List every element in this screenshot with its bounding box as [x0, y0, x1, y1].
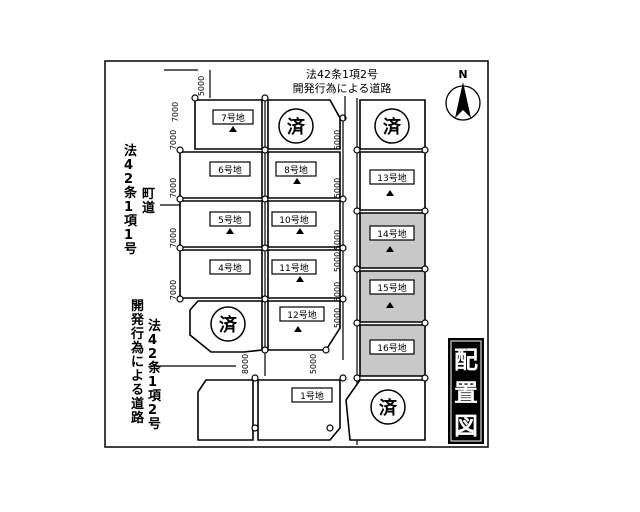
svg-text:済: 済 — [379, 397, 398, 419]
lot-tag-15: 15号地 — [369, 279, 415, 308]
svg-text:7号地: 7号地 — [221, 112, 245, 124]
svg-text:済: 済 — [287, 116, 306, 138]
svg-text:法42条1項2号: 法42条1項2号 — [148, 318, 162, 432]
outer-frame — [104, 60, 489, 448]
roads — [160, 69, 358, 445]
lot-tag-6: 6号地 — [209, 161, 251, 177]
svg-text:5000: 5000 — [309, 354, 318, 374]
svg-text:5000: 5000 — [333, 252, 342, 272]
svg-text:1号地: 1号地 — [300, 390, 324, 402]
svg-text:16号地: 16号地 — [377, 342, 406, 354]
svg-text:配: 配 — [454, 345, 478, 374]
svg-text:町道: 町道 — [142, 187, 155, 216]
svg-text:開発行為による道路: 開発行為による道路 — [293, 81, 392, 95]
svg-text:10号地: 10号地 — [279, 214, 308, 226]
svg-text:7000: 7000 — [169, 130, 178, 150]
svg-text:5000: 5000 — [197, 76, 206, 96]
svg-text:済: 済 — [383, 116, 402, 138]
sold-mark-left: 済 — [210, 306, 246, 342]
lot-tag-10: 10号地 — [271, 211, 317, 234]
svg-text:5000: 5000 — [333, 230, 342, 250]
svg-text:15号地: 15号地 — [377, 282, 406, 294]
lot-bottom-left — [197, 379, 254, 441]
survey-points — [176, 94, 429, 432]
sold-mark-right: 済 — [374, 108, 410, 144]
lot-tag-11: 11号地 — [271, 259, 317, 282]
svg-text:12号地: 12号地 — [287, 309, 316, 321]
sold-mark-middle: 済 — [278, 108, 314, 144]
lot-15 — [359, 270, 426, 323]
svg-text:8000: 8000 — [241, 354, 250, 374]
lot-tag-8: 8号地 — [275, 161, 317, 184]
sold-mark-bottom: 済 — [370, 389, 406, 425]
lot-tag-1: 1号地 — [291, 387, 333, 403]
bottom-block — [197, 379, 426, 441]
lot-tag-16: 16号地 — [369, 339, 415, 355]
svg-text:13号地: 13号地 — [377, 172, 406, 184]
svg-text:11号地: 11号地 — [279, 262, 308, 274]
road-label-top: 法42条1項2号 開発行為による道路 — [293, 67, 392, 120]
svg-text:8号地: 8号地 — [284, 164, 308, 176]
north-compass-icon: N — [445, 68, 481, 121]
title-box: 配 置 図 — [448, 338, 484, 444]
svg-text:N: N — [458, 68, 467, 81]
dimension-labels: 7000 7000 7000 7000 7000 5000 5000 5000 … — [169, 76, 342, 374]
svg-text:5000: 5000 — [333, 282, 342, 302]
svg-text:5号地: 5号地 — [218, 214, 242, 226]
lot-tag-13: 13号地 — [369, 169, 415, 196]
lot-tag-4: 4号地 — [209, 259, 251, 275]
svg-text:図: 図 — [454, 411, 478, 440]
svg-text:済: 済 — [219, 314, 238, 336]
svg-text:置: 置 — [454, 378, 478, 407]
svg-text:5000: 5000 — [333, 130, 342, 150]
svg-text:5000: 5000 — [333, 308, 342, 328]
svg-text:5000: 5000 — [333, 178, 342, 198]
lot-tag-14: 14号地 — [369, 225, 415, 252]
lot-tag-12: 12号地 — [279, 306, 325, 332]
svg-text:法42条1項2号: 法42条1項2号 — [306, 67, 378, 81]
svg-text:7000: 7000 — [169, 280, 178, 300]
svg-text:14号地: 14号地 — [377, 228, 406, 240]
svg-text:7000: 7000 — [171, 102, 180, 122]
lot-tag-5: 5号地 — [209, 211, 251, 234]
svg-text:4号地: 4号地 — [218, 262, 242, 274]
svg-text:6号地: 6号地 — [218, 164, 242, 176]
svg-text:7000: 7000 — [169, 228, 178, 248]
svg-text:7000: 7000 — [169, 178, 178, 198]
lot-tag-7: 7号地 — [212, 109, 254, 132]
svg-text:開発行為による道路: 開発行為による道路 — [130, 299, 145, 426]
